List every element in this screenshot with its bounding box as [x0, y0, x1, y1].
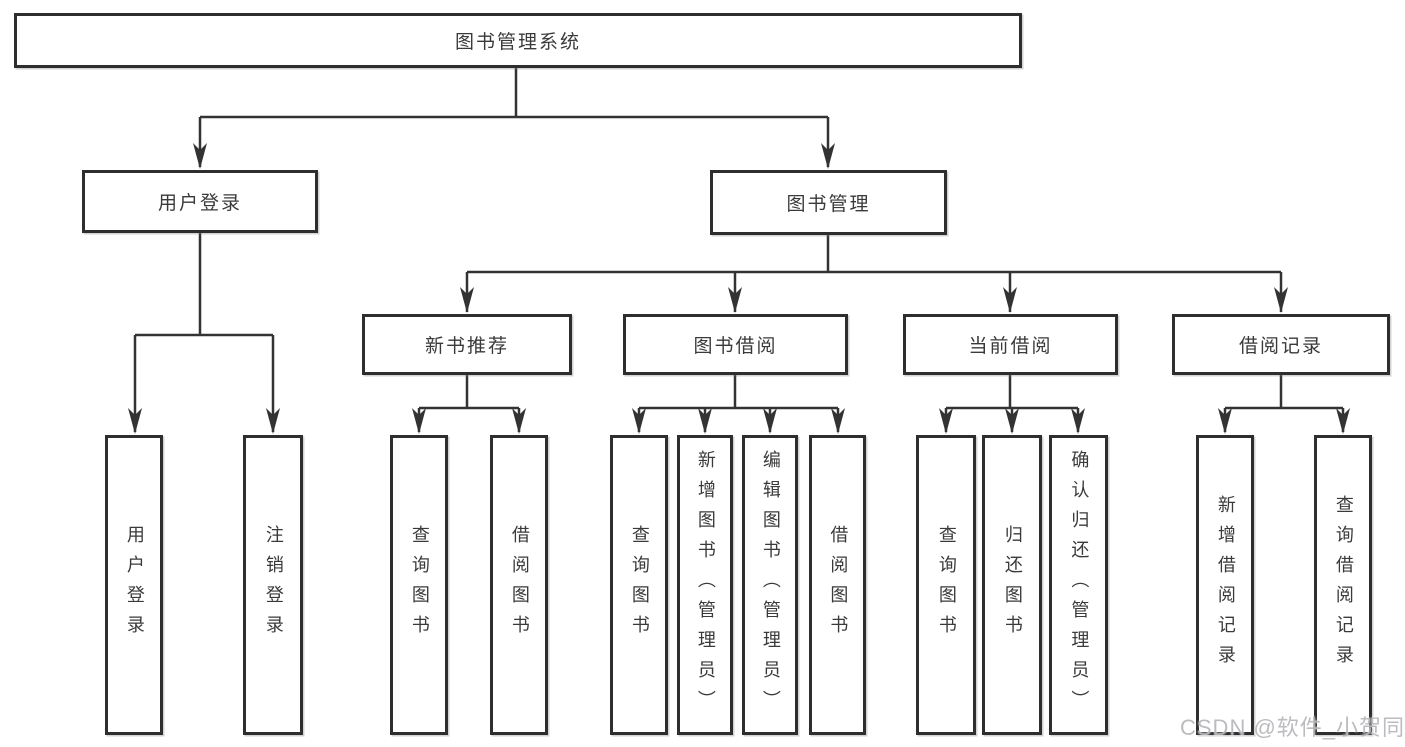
connector-root-to-level2 [198, 68, 830, 167]
leaf-confirm-return-label: 确认归还（管理员） [1069, 450, 1090, 720]
connector-userlogin-to-leaves [133, 232, 275, 432]
leaf-borrow-book-rec-label: 借阅图书 [509, 525, 530, 645]
leaf-borrow-book-rec: 借阅图书 [490, 435, 548, 735]
leaf-query-book-current: 查询图书 [916, 435, 976, 735]
leaf-query-book-rec-label: 查询图书 [409, 525, 430, 645]
node-new-book-rec-label: 新书推荐 [424, 336, 509, 357]
csdn-watermark: CSDN @软件_小贺同学 [1180, 715, 1405, 740]
leaf-logout-login-label: 注销登录 [263, 525, 284, 645]
leaf-add-borrow-record: 新增借阅记录 [1196, 435, 1254, 735]
leaf-borrow-book-label: 借阅图书 [828, 525, 849, 645]
node-new-book-rec: 新书推荐 [362, 314, 572, 375]
node-user-login: 用户登录 [82, 170, 318, 233]
leaf-add-borrow-record-label: 新增借阅记录 [1215, 495, 1236, 675]
leaf-return-book-label: 归还图书 [1002, 525, 1023, 645]
connector-borrowrecords-to-leaves [1223, 375, 1345, 432]
connector-newbookrec-to-leaves [417, 375, 521, 432]
connector-bookmgmt-to-level3 [465, 235, 1283, 312]
leaf-query-book-borrow-label: 查询图书 [629, 525, 650, 645]
leaf-query-borrow-record: 查询借阅记录 [1314, 435, 1372, 735]
leaf-query-book-rec: 查询图书 [390, 435, 448, 735]
leaf-edit-book: 编辑图书（管理员） [742, 435, 798, 735]
node-borrow-records: 借阅记录 [1172, 314, 1390, 375]
leaf-user-login: 用户登录 [105, 435, 163, 735]
leaf-add-book-label: 新增图书（管理员） [695, 450, 716, 720]
node-root: 图书管理系统 [14, 13, 1022, 68]
node-book-borrow: 图书借阅 [623, 314, 848, 375]
node-book-mgmt-label: 图书管理 [786, 194, 871, 215]
leaf-logout-login: 注销登录 [243, 435, 303, 735]
leaf-query-borrow-record-label: 查询借阅记录 [1333, 495, 1354, 675]
node-root-label: 图书管理系统 [454, 32, 581, 53]
node-book-mgmt: 图书管理 [710, 170, 947, 235]
leaf-query-book-borrow: 查询图书 [610, 435, 668, 735]
node-current-borrow: 当前借阅 [903, 314, 1118, 375]
leaf-query-book-current-label: 查询图书 [936, 525, 957, 645]
leaf-edit-book-label: 编辑图书（管理员） [760, 450, 781, 720]
leaf-borrow-book: 借阅图书 [809, 435, 866, 735]
connector-bookborrow-to-leaves [637, 375, 840, 432]
node-borrow-records-label: 借阅记录 [1238, 336, 1323, 357]
leaf-return-book: 归还图书 [982, 435, 1042, 735]
leaf-user-login-label: 用户登录 [124, 525, 145, 645]
leaf-confirm-return: 确认归还（管理员） [1049, 435, 1108, 735]
node-user-login-label: 用户登录 [157, 193, 242, 214]
node-current-borrow-label: 当前借阅 [968, 336, 1053, 357]
node-book-borrow-label: 图书借阅 [693, 336, 778, 357]
leaf-add-book: 新增图书（管理员） [677, 435, 733, 735]
